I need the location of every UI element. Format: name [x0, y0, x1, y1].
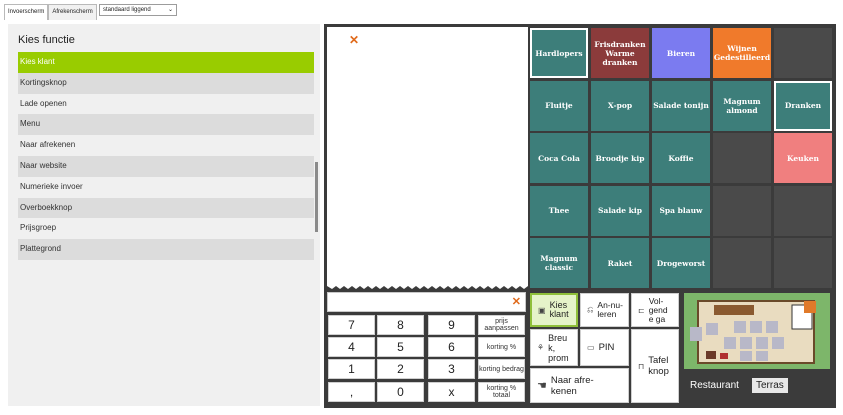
product-button[interactable]: Salade kip [591, 185, 649, 236]
pin-button[interactable]: ▭ PIN [580, 329, 629, 366]
function-item[interactable]: Menu [18, 114, 314, 136]
product-button[interactable]: Wijnen Gedestilleerd [713, 28, 771, 78]
tab-afrekenscherm[interactable]: Afrekenscherm [48, 4, 97, 20]
product-button[interactable]: Coca Cola [530, 133, 588, 184]
discount-key[interactable]: prijs aanpassen [478, 315, 525, 335]
close-icon[interactable]: ✕ [349, 33, 360, 47]
annuleren-button[interactable]: ⎌ An-nu-leren [580, 293, 629, 327]
empty-slot[interactable] [713, 238, 771, 289]
empty-slot[interactable] [774, 238, 832, 289]
screen-tabs: Invoerscherm Afrekenscherm [4, 4, 97, 20]
course-icon: ⊏ [638, 305, 645, 315]
numpad-key[interactable]: 6 [428, 337, 475, 357]
layout-select[interactable]: standaard liggend ⌄ [99, 4, 177, 16]
product-button[interactable]: Bieren [652, 28, 710, 78]
numpad-key[interactable]: 4 [328, 337, 375, 357]
empty-slot[interactable] [774, 28, 832, 78]
function-title: Kies functie [18, 34, 75, 46]
receipt-area: ✕ [327, 27, 528, 285]
tab-invoerscherm[interactable]: Invoerscherm [4, 4, 49, 20]
product-button[interactable]: Hardlopers [530, 28, 588, 78]
tafel-knop-label: Tafel knop [648, 355, 669, 377]
product-button[interactable]: Broodje kip [591, 133, 649, 184]
product-button[interactable]: Dranken [774, 80, 832, 131]
function-item[interactable]: Plattegrond [18, 239, 314, 260]
amount-input[interactable]: ✕ [327, 292, 526, 312]
empty-slot[interactable] [713, 185, 771, 236]
numpad-key[interactable]: , [328, 382, 375, 402]
receipt-zigzag-edge [327, 283, 528, 289]
numpad-key[interactable]: 3 [428, 359, 475, 379]
product-button[interactable]: Magnum classic [530, 238, 588, 289]
function-item[interactable]: Kortingsknop [18, 72, 314, 94]
product-button[interactable]: Keuken [774, 133, 832, 184]
kies-klant-button[interactable]: ▣ Kies klant [530, 293, 578, 327]
numpad-key[interactable]: 2 [377, 359, 424, 379]
breuk-prom-button[interactable]: ⚘ Breu k, prom [530, 329, 578, 366]
product-button[interactable]: Thee [530, 185, 588, 236]
product-button[interactable]: Salade tonijn [652, 80, 710, 131]
discount-key[interactable]: korting % totaal [478, 382, 525, 402]
function-item[interactable]: Naar afrekenen [18, 135, 314, 156]
person-icon: ▣ [538, 305, 546, 315]
discount-key[interactable]: korting % [478, 337, 525, 357]
numpad-key[interactable]: 1 [328, 359, 375, 379]
annuleren-label: An-nu-leren [597, 300, 623, 319]
clear-icon[interactable]: ✕ [511, 296, 521, 308]
card-icon: ▭ [587, 343, 595, 352]
product-button[interactable]: Spa blauw [652, 185, 710, 236]
pin-label: PIN [598, 342, 615, 353]
volgende-gang-button[interactable]: ⊏ Vol-gend e ga [631, 293, 679, 327]
naar-afrekenen-button[interactable]: ☚ Naar afre-kenen [530, 368, 629, 403]
floorplan-thumbnail[interactable] [684, 293, 830, 369]
discount-key[interactable]: korting bedrag [478, 359, 525, 379]
product-button[interactable]: Drogeworst [652, 238, 710, 289]
floor-tab-terras[interactable]: Terras [752, 378, 788, 393]
numpad-key[interactable]: 8 [377, 315, 424, 335]
product-button[interactable]: Magnum almond [713, 80, 771, 131]
product-button[interactable]: Fluitje [530, 80, 588, 131]
hand-money-icon: ☚ [537, 380, 547, 392]
tafel-knop-button[interactable]: ⊓ Tafel knop [631, 329, 679, 403]
function-item[interactable]: Numerieke invoer [18, 176, 314, 198]
floor-tab-restaurant[interactable]: Restaurant [690, 380, 739, 391]
split-icon: ⚘ [537, 343, 545, 352]
chevron-down-icon: ⌄ [167, 7, 173, 13]
numpad-key[interactable]: 5 [377, 337, 424, 357]
function-scrollbar[interactable] [315, 52, 319, 287]
function-item[interactable]: Kies klant [18, 52, 314, 73]
product-button[interactable]: Frisdranken Warme dranken [591, 28, 649, 78]
naar-afrekenen-label: Naar afre-kenen [550, 374, 594, 397]
function-item[interactable]: Naar website [18, 155, 314, 177]
floorplan-map [684, 293, 830, 369]
volgende-gang-label: Vol-gend e ga [648, 295, 668, 324]
numpad-key[interactable]: 7 [328, 315, 375, 335]
function-item[interactable]: Lade openen [18, 93, 314, 115]
function-item[interactable]: Overboekknop [18, 197, 314, 219]
numpad-key[interactable]: x [428, 382, 475, 402]
numpad-key[interactable]: 9 [428, 315, 475, 335]
numpad-key[interactable]: 0 [377, 382, 424, 402]
undo-icon: ⎌ [587, 305, 594, 314]
empty-slot[interactable] [774, 185, 832, 236]
layout-select-value: standaard liggend [103, 7, 151, 13]
product-button[interactable]: Koffie [652, 133, 710, 184]
scroll-thumb[interactable] [315, 162, 318, 232]
product-button[interactable]: X-pop [591, 80, 649, 131]
function-item[interactable]: Prijsgroep [18, 218, 314, 240]
kies-klant-label: Kies klant [549, 300, 569, 319]
empty-slot[interactable] [713, 133, 771, 184]
breuk-prom-label: Breu k, prom [548, 332, 569, 363]
product-button[interactable]: Raket [591, 238, 649, 289]
table-icon: ⊓ [638, 361, 645, 371]
